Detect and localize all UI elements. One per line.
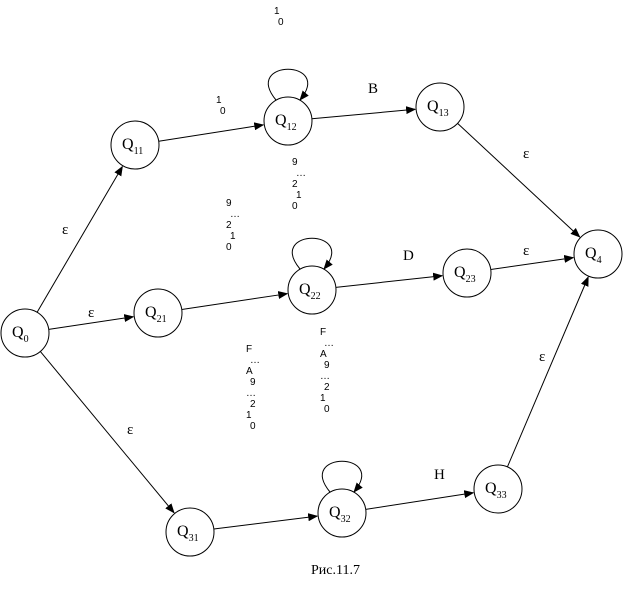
edge-q12-q12 [268,68,309,101]
state-circle-q22 [287,265,337,315]
state-circle-q0 [0,308,50,358]
edge-q23-q4 [490,254,575,271]
state-circle-q23 [442,248,492,298]
state-q13: Q13 [415,82,465,132]
edge-label-q33-q4: ε [539,349,545,365]
edge-label-q22-q23: D [403,248,414,264]
state-circle-q31 [165,507,215,557]
state-q31: Q31 [165,507,215,557]
edge-q32-q33 [365,490,475,510]
state-circle-q13 [415,82,465,132]
state-q32: Q32 [317,488,367,538]
edge-label-q0-q11: ε [62,222,68,238]
state-q33: Q33 [473,464,523,514]
edge-q22-q22 [292,237,333,270]
edge-q21-q22 [181,291,289,310]
state-circle-q32 [317,488,367,538]
state-q0: Q0 [0,308,50,358]
state-circle-q4 [573,229,623,279]
edge-label-q12-q13: B [368,81,378,97]
state-q22: Q22 [287,265,337,315]
edge-label-q23-q4: ε [523,243,529,259]
state-circle-q21 [133,288,183,338]
edge-label-q13-q4: ε [523,146,529,162]
edge-q13-q4 [457,122,581,238]
state-q21: Q21 [133,288,183,338]
edge-label-q0-q31: ε [127,422,133,438]
edge-q0-q11 [36,165,123,313]
edge-label-q32-q33: H [434,467,445,483]
state-circle-q33 [473,464,523,514]
edge-label-q0-q21: ε [88,305,94,321]
state-q4: Q4 [573,229,623,279]
edge-q12-q13 [311,106,417,120]
edge-q0-q21 [48,314,135,330]
state-q23: Q23 [442,248,492,298]
edge-q0-q31 [39,351,175,514]
edges-layer [36,68,589,530]
state-q12: Q12 [263,96,313,146]
edge-q11-q12 [158,122,265,142]
state-circle-q12 [263,96,313,146]
state-circle-q11 [110,120,160,170]
edge-q33-q4 [506,276,589,468]
edge-q32-q32 [322,460,363,493]
edge-q31-q32 [213,513,319,530]
edge-q22-q23 [335,272,444,288]
state-q11: Q11 [110,120,160,170]
figure-caption: Рис.11.7 [311,563,360,578]
